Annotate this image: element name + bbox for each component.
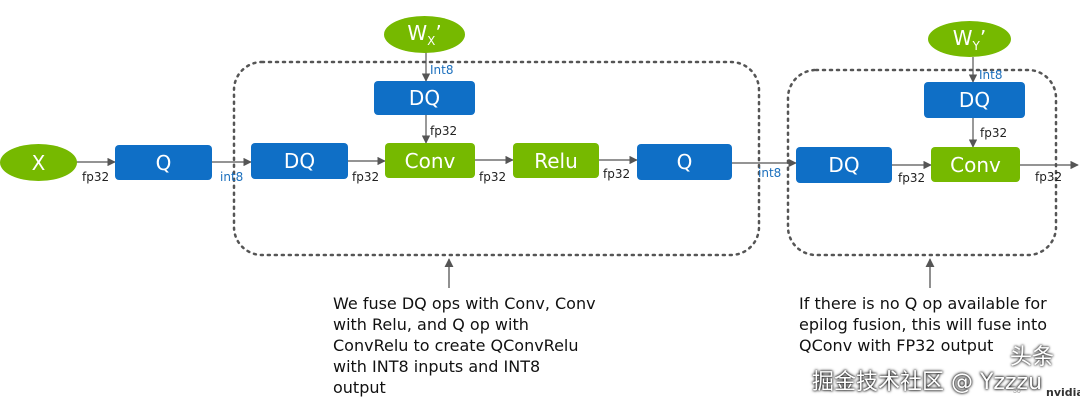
node-wy-subscript: Y <box>972 38 980 53</box>
note-right-line: epilog fusion, this will fuse into <box>799 315 1048 334</box>
node-x-input: X <box>0 144 77 181</box>
node-dq-weight2-label: DQ <box>958 88 991 112</box>
node-wx-label: WX’ <box>407 21 441 48</box>
node-q1: Q <box>115 145 212 180</box>
watermark-top: 头条 <box>1010 345 1055 370</box>
node-q2: Q <box>637 144 732 180</box>
edge-label-int8-wx: Int8 <box>430 63 454 77</box>
node-wx-prime: ’ <box>435 21 442 45</box>
node-q2-label: Q <box>676 150 693 174</box>
node-dq-weight2: DQ <box>924 82 1025 118</box>
node-relu: Relu <box>513 143 599 178</box>
node-dq-weight1-label: DQ <box>408 86 441 110</box>
node-wx-weight: WX’ <box>384 16 465 53</box>
edge-label-int8-wy: Int8 <box>979 68 1003 82</box>
edge-label-fp32-dqw2: fp32 <box>980 126 1008 140</box>
edge-label-fp32-dqw1: fp32 <box>430 124 458 138</box>
node-x-label: X <box>31 150 46 175</box>
edge-label-fp32-conv-relu: fp32 <box>479 170 507 184</box>
node-conv1: Conv <box>385 143 475 178</box>
edge-label-fp32-x-q: fp32 <box>82 170 110 184</box>
node-conv2-label: Conv <box>950 152 1001 177</box>
corner-logo: nvidia <box>1046 386 1080 399</box>
edge-label-fp32-dq-conv: fp32 <box>352 170 380 184</box>
note-left-line: with INT8 inputs and INT8 <box>333 357 541 376</box>
page-number: 30 <box>1013 388 1021 395</box>
node-dq-weight1: DQ <box>374 81 475 115</box>
node-wy-label: WY’ <box>953 26 986 53</box>
edge-label-int8-q-dq2: int8 <box>758 166 782 180</box>
node-dq1: DQ <box>251 143 348 179</box>
edge-label-int8-q-dq: int8 <box>220 170 244 184</box>
node-conv2: Conv <box>931 147 1020 182</box>
node-wy-weight: WY’ <box>928 21 1011 57</box>
watermark: 掘金技术社区 @ Yzzzu <box>812 370 1043 395</box>
node-wx-main: W <box>407 21 428 45</box>
node-wy-main: W <box>952 25 973 50</box>
node-q1-label: Q <box>155 150 172 175</box>
note-right-line: If there is no Q op available for <box>799 294 1047 313</box>
node-dq2-label: DQ <box>828 153 860 177</box>
edge-label-fp32-relu-q: fp32 <box>603 167 631 181</box>
node-dq2: DQ <box>796 147 892 183</box>
note-left-line: ConvRelu to create QConvRelu <box>333 336 579 355</box>
node-wx-subscript: X <box>427 34 436 48</box>
node-wy-prime: ’ <box>979 25 987 50</box>
edge-label-fp32-dq2-conv2: fp32 <box>898 171 926 185</box>
edge-label-fp32-out: fp32 <box>1035 170 1063 184</box>
node-dq1-label: DQ <box>283 149 316 173</box>
note-left-line: output <box>333 378 386 397</box>
note-left-line: with Relu, and Q op with <box>333 315 529 334</box>
fusion-group-box-left <box>232 60 761 257</box>
note-right-line: QConv with FP32 output <box>799 336 994 355</box>
node-relu-label: Relu <box>534 148 578 173</box>
note-left-line: We fuse DQ ops with Conv, Conv <box>333 294 596 313</box>
node-conv1-label: Conv <box>404 148 456 173</box>
note-right: If there is no Q op available for epilog… <box>799 293 1047 356</box>
note-left: We fuse DQ ops with Conv, Conv with Relu… <box>333 293 596 398</box>
